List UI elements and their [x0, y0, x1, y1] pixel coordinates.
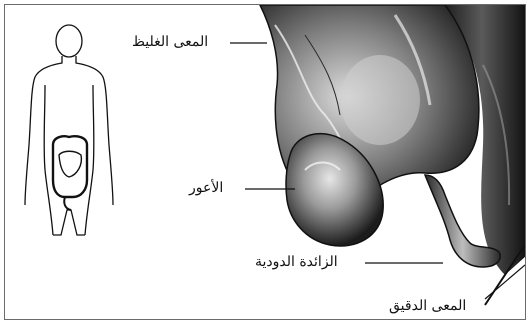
label-appendix: الزائدة الدودية: [253, 253, 340, 271]
label-large-intestine: المعى الغليظ: [130, 33, 210, 51]
figure-frame: المعى الغليظ الأعور الزائدة الدودية المع…: [4, 4, 526, 320]
body-outline-icon: [25, 25, 113, 235]
illustration: [5, 5, 526, 320]
label-small-intestine: المعى الدقيق: [387, 297, 468, 315]
label-cecum: الأعور: [187, 179, 225, 197]
